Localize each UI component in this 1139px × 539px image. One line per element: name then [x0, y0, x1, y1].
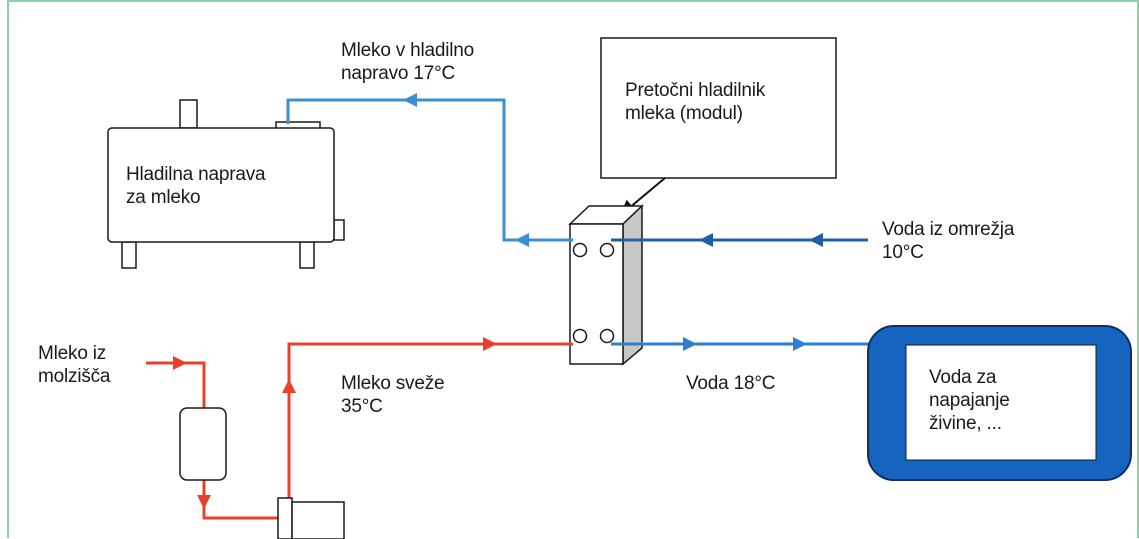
milk-receiver-vessel: [179, 407, 227, 481]
pump-to-exchanger-pipe: [287, 342, 573, 498]
tank-inlet-pipe: [179, 99, 198, 129]
receiver-to-pump-pipe: [202, 480, 278, 520]
port-bottom-left: [572, 328, 588, 344]
label-water-mains: Voda iz omrežja 10°C: [882, 219, 1015, 263]
cooled-milk-line: [286, 93, 573, 247]
parlor-inlet-pipe: [146, 361, 206, 408]
livestock-trough-label-panel: [905, 344, 1097, 461]
port-top-left: [572, 242, 588, 258]
cooling-tank: [107, 99, 345, 269]
label-water-18: Voda 18°C: [686, 373, 776, 394]
tank-leg-right: [299, 241, 315, 269]
outer-frame: [7, 0, 1139, 538]
tank-leg-left: [121, 241, 137, 269]
plate-heat-exchanger: [568, 204, 644, 366]
label-milk-from-parlor: Mleko iz molzišča: [38, 343, 111, 387]
pump-flange: [277, 497, 293, 539]
pump-motor: [291, 501, 345, 539]
label-fresh-milk: Mleko sveže 35°C: [341, 373, 445, 417]
fresh-milk-line: [146, 337, 573, 520]
label-livestock-water: Voda za napajanje živine, ...: [929, 367, 1010, 434]
label-milk-to-cooler: Mleko v hladilno napravo 17°C: [341, 40, 475, 84]
port-bottom-right: [599, 328, 615, 344]
label-flow-cooler: Pretočni hladilnik mleka (modul): [625, 80, 766, 124]
exchanger-side-face: [622, 204, 643, 366]
flow-cooler-callout-box: [600, 37, 837, 179]
label-cooling-tank: Hladilna naprava za mleko: [126, 164, 266, 208]
tank-body: [107, 127, 335, 243]
milk-pump: [277, 497, 345, 539]
port-top-right: [599, 242, 615, 258]
tank-outlet-valve: [333, 219, 345, 241]
